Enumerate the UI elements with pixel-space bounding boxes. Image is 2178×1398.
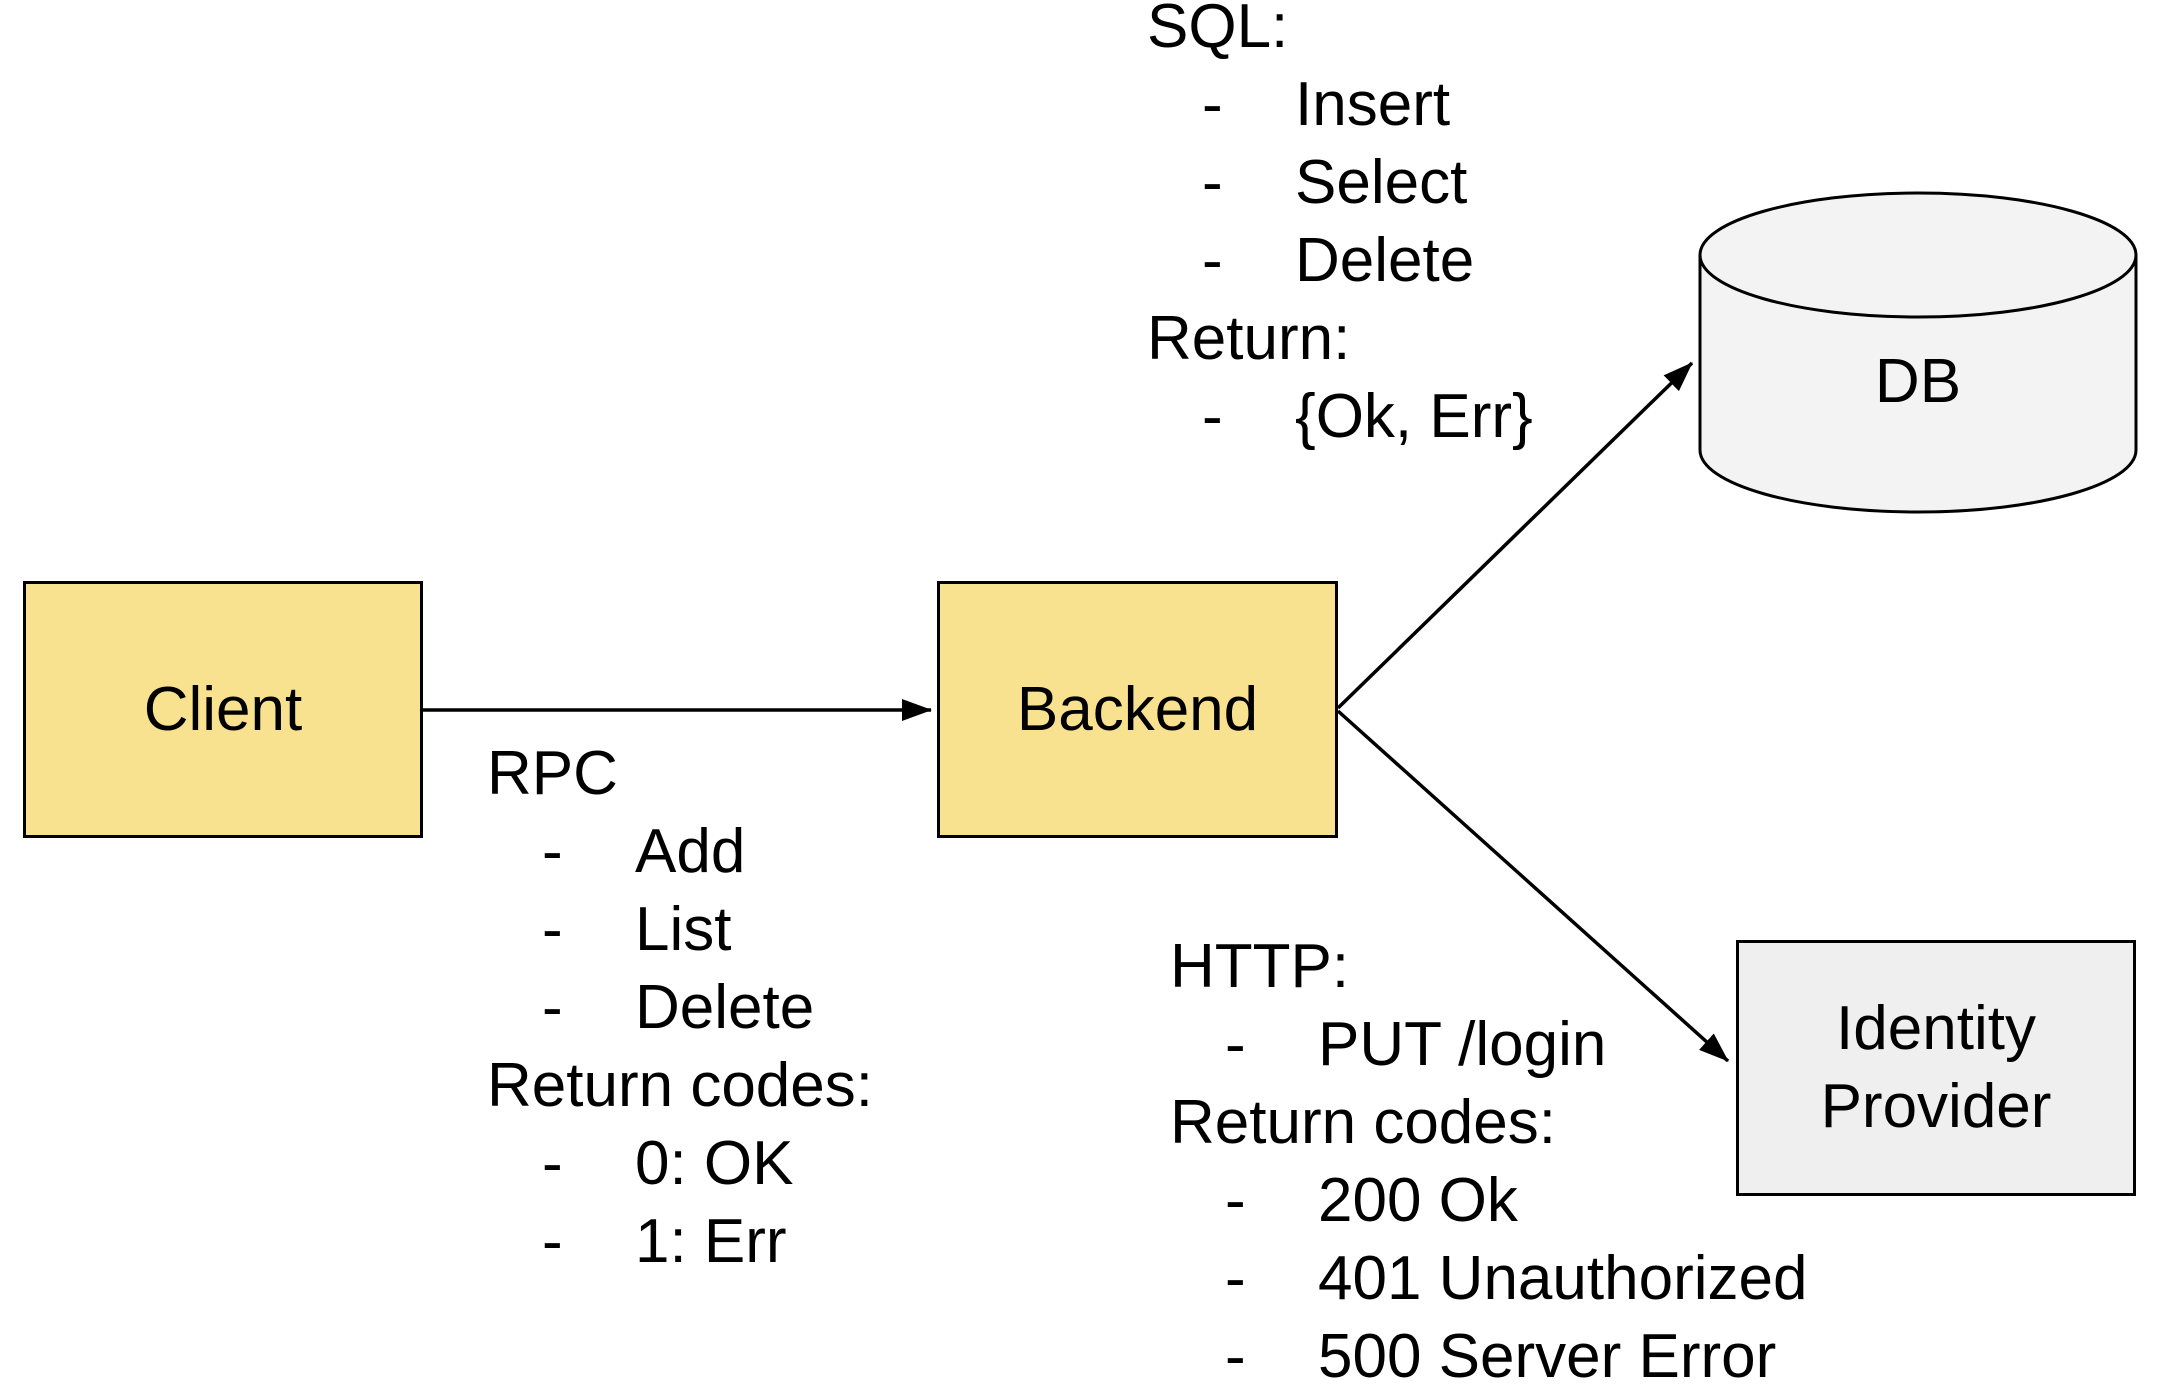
annotation-line: HTTP:: [1170, 932, 1350, 1001]
annotation-line: RPC: [487, 739, 618, 808]
annotation-line: -200 Ok: [1170, 1162, 1807, 1240]
annotation-line: Return codes:: [1170, 1088, 1556, 1157]
client-node: Client: [23, 581, 423, 838]
dash-bullet: -: [542, 895, 563, 964]
rpc-annotation: RPC -Add -List -Delete Return codes: -0:…: [487, 735, 873, 1281]
annotation-line: -Delete: [487, 969, 873, 1047]
annotation-line: -Delete: [1147, 222, 1533, 300]
annotation-line: -1: Err: [487, 1203, 873, 1281]
dash-bullet: -: [1225, 1244, 1246, 1313]
http-annotation: HTTP: -PUT /login Return codes: -200 Ok …: [1170, 928, 1807, 1396]
annotation-line: -0: OK: [487, 1125, 873, 1203]
sql-annotation: SQL: -Insert -Select -Delete Return: -{O…: [1147, 0, 1533, 456]
db-cylinder-top-ellipse: [1698, 254, 2138, 319]
dash-bullet: -: [1225, 1322, 1246, 1391]
dash-bullet: -: [1202, 382, 1223, 451]
annotation-line: -500 Server Error: [1170, 1318, 1807, 1396]
annotation-line: -Insert: [1147, 66, 1533, 144]
db-node-label: DB: [1874, 346, 1962, 416]
dash-bullet: -: [542, 1129, 563, 1198]
annotation-line: -PUT /login: [1170, 1006, 1807, 1084]
annotation-line: -{Ok, Err}: [1147, 378, 1533, 456]
arrow-backend-to-db: [1336, 361, 1694, 710]
dash-bullet: -: [1225, 1166, 1246, 1235]
annotation-line: -Add: [487, 813, 873, 891]
annotation-line: -List: [487, 891, 873, 969]
annotation-line: -Select: [1147, 144, 1533, 222]
dash-bullet: -: [1225, 1010, 1246, 1079]
dash-bullet: -: [1202, 148, 1223, 217]
annotation-line: Return:: [1147, 304, 1351, 373]
dash-bullet: -: [542, 817, 563, 886]
db-cylinder-body: [1698, 191, 2138, 514]
backend-node: Backend: [937, 581, 1338, 838]
dash-bullet: -: [542, 1207, 563, 1276]
annotation-line: Return codes:: [487, 1051, 873, 1120]
dash-bullet: -: [1202, 226, 1223, 295]
identity-provider-node: Identity Provider: [1736, 940, 2136, 1196]
annotation-line: SQL:: [1147, 0, 1289, 61]
annotation-line: -401 Unauthorized: [1170, 1240, 1807, 1318]
arrow-backend-to-idp: [1336, 709, 1730, 1063]
dash-bullet: -: [542, 973, 563, 1042]
identity-provider-node-label: Identity Provider: [1820, 994, 2052, 1141]
client-node-label: Client: [143, 674, 303, 744]
backend-node-label: Backend: [1016, 674, 1259, 744]
dash-bullet: -: [1202, 70, 1223, 139]
